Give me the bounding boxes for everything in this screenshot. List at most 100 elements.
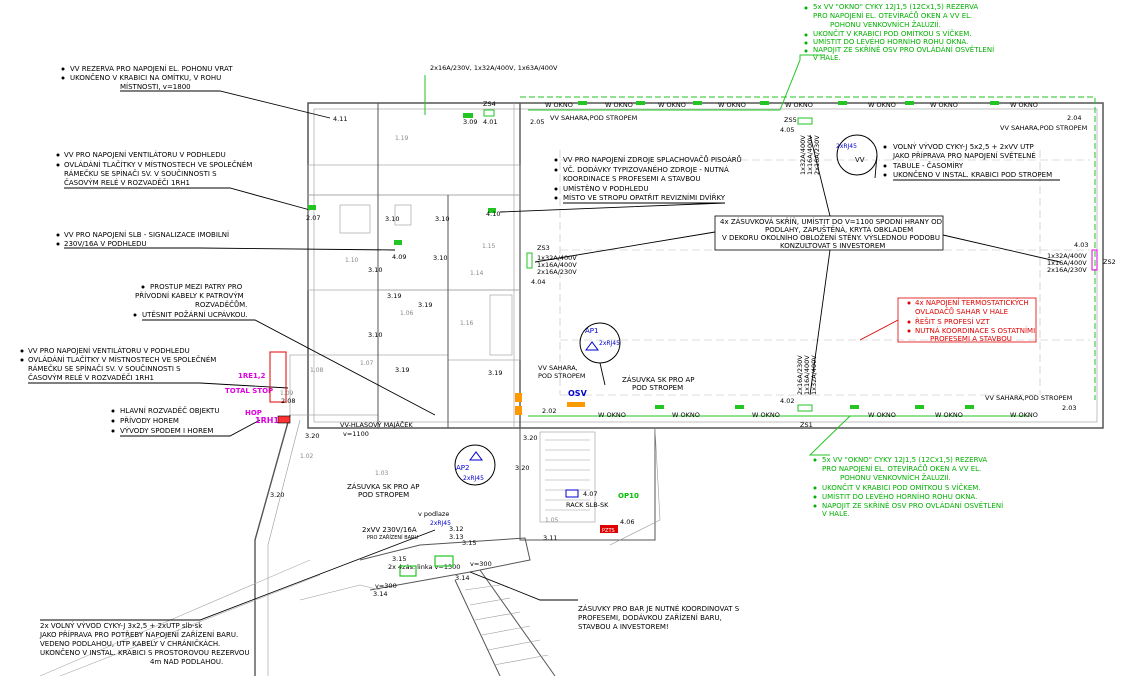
bullet-dot — [111, 419, 115, 423]
pisoar-note: VV PRO NAPOJENÍ ZDROJE SPLACHOVAČŮ PISOÁ… — [499, 155, 742, 213]
note-line: UKONČENO V INSTAL. KRABICI S PROSTOROVOU… — [40, 648, 250, 657]
sahara-label: VV SAHARA,POD STROPEM — [1000, 124, 1087, 132]
volny-note: VOLNÝ VÝVOD CYKY-J 5x2,5 + 2xVV UTP JAKO… — [883, 142, 1060, 181]
left-point-labels: 3.09 ZS4 4.01 2.05 2.07 4.10 3.10 3.10 4… — [270, 100, 544, 499]
bullet-dot — [883, 173, 887, 177]
cabinet-note: 4x ZÁSUVKOVÁ SKŘÍŇ, UMÍSTIT DO V=1100 SP… — [534, 134, 1061, 396]
sahara-label: VV SAHARA,POD STROPEM — [550, 114, 637, 122]
bullet-dot — [907, 329, 911, 333]
bullet-dot — [111, 429, 115, 433]
bullet-dot — [813, 495, 817, 499]
note-line: V HALE. — [822, 510, 850, 518]
ap-label: AP2 — [456, 464, 469, 472]
note-line: KONZULTOVAT S INVESTOREM — [780, 242, 885, 250]
zs3-box — [526, 252, 533, 269]
bar-devices: v podlaze 2xRJ45 3.12 3.13 2xVV 230V/16A… — [362, 510, 557, 598]
room-label: 1.08 — [310, 367, 324, 374]
point-label: 4.09 — [392, 253, 406, 261]
point-label: 3.14 — [455, 574, 469, 582]
point-label: 3.19 — [387, 292, 401, 300]
bullet-dot — [907, 301, 911, 305]
point-label: 3.19 — [418, 301, 432, 309]
room-label: 1.19 — [395, 135, 409, 142]
point-label: 3.15 — [392, 555, 406, 563]
bullet-dot — [111, 409, 115, 413]
zs-spec: 2x16A/230V — [537, 268, 577, 276]
note-line: UKONČENO V KRABICI NA OMÍTKU, V ROHU — [70, 73, 221, 82]
note-line: MÍSTO VE STROPU OPATŘIT REVIZNÍMI DVÍŘKY — [563, 193, 726, 202]
bullet-dot — [61, 76, 65, 80]
point-label: 2.05 — [530, 118, 544, 126]
zs2-box — [1091, 249, 1098, 271]
w-okno-label: W OKNO — [605, 101, 633, 109]
bullet-dot — [20, 358, 24, 362]
note-line: PRO NAPOJENÍ EL. OTEVÍRAČŮ OKEN A VV EL. — [822, 464, 981, 473]
ap2-circle — [454, 444, 496, 486]
w-okno-label: W OKNO — [598, 411, 626, 419]
floor-label: v podlaze — [418, 510, 449, 518]
note-line: TABULE - ČASOMÍRY — [892, 161, 964, 170]
bullet-dot — [804, 6, 808, 10]
note-line: 2x VOLNÝ VÝVOD CYKY-J 3x2,5 + 2xUTP slb-… — [40, 621, 203, 630]
point-label: 4.10 — [486, 210, 500, 218]
note-line: JAKO PŘÍPRAVA PRO POTŘEBY NAPOJENÍ ZAŘÍZ… — [39, 630, 238, 639]
bar-out-note: 2x VOLNÝ VÝVOD CYKY-J 3x2,5 + 2xUTP slb-… — [39, 529, 436, 666]
prostup-note: PROSTUP MEZI PATRY PRO PŘÍVODNÍ KABELY K… — [133, 283, 436, 416]
point-label: 3.19 — [395, 366, 409, 374]
vent2-note: VV PRO NAPOJENÍ VENTILÁTORU V PODHLEDU O… — [20, 346, 289, 389]
leader-line — [40, 529, 436, 621]
linka-label: v=300 — [375, 582, 397, 590]
note-line: 4m NAD PODLAHOU. — [150, 658, 223, 666]
zs-label: ZS1 — [800, 421, 813, 429]
zs-spec: 1x32A/400V — [1047, 252, 1087, 260]
room-label: 1.14 — [470, 270, 484, 277]
bullet-dot — [554, 196, 558, 200]
osv-box — [567, 402, 585, 407]
note-line: VV PRO NAPOJENÍ VENTILÁTORU V PODHLEDU — [64, 150, 226, 159]
note-line: HLAVNÍ ROZVADĚČ OBJEKTU — [120, 406, 219, 415]
note-line: VV PRO NAPOJENÍ ZDROJE SPLACHOVAČŮ PISOÁ… — [563, 155, 742, 164]
bullet-dot — [141, 285, 145, 289]
note-line: UMÍSTĚNO V PODHLEDU — [563, 184, 649, 193]
point-label: 2.07 — [306, 214, 320, 222]
note-line: NAPOJIT ZE SKŘÍNĚ OSV PRO OVLÁDÁNÍ OSVĚT… — [822, 501, 1003, 510]
bar-sockets-note: ZÁSUVKY PRO BAR JE NUTNÉ KOORDINOVAT S P… — [469, 571, 740, 631]
point-label: 3.20 — [305, 432, 319, 440]
point-label: 2.03 — [1062, 404, 1076, 412]
note-line: VOLNÝ VÝVOD CYKY-J 5x2,5 + 2xVV UTP — [893, 142, 1034, 151]
rj45-label: 2xRJ45 — [599, 340, 620, 347]
note-line: ZÁSUVKA SK PRO AP — [347, 482, 420, 491]
note-line: VČ. DODÁVKY TYPIZOVANÉHO ZDROJE - NUTNÁ — [563, 165, 729, 174]
zs-spec: 1x16A/400V — [1047, 259, 1087, 267]
point-label: 4.07 — [583, 490, 597, 498]
leader-line — [499, 202, 726, 213]
note-line: POD STROPEM — [358, 491, 409, 499]
window-box — [655, 405, 664, 409]
window-box — [578, 101, 587, 105]
note-line: UKONČIT V KRABICI POD OMÍTKOU S VÍČKEM. — [813, 29, 972, 38]
note-line: PŘÍVODY HOREM — [120, 416, 179, 425]
vv-circle — [836, 134, 878, 176]
bullet-dot — [554, 187, 558, 191]
bullet-dot — [56, 242, 60, 246]
rj45-label: 2xRJ45 — [836, 143, 857, 150]
point-label: 3.15 — [462, 539, 476, 547]
zs-spec: 1x32A/400V — [810, 355, 818, 395]
window-box — [838, 101, 847, 105]
bullet-dot — [813, 504, 817, 508]
note-line: ZÁSUVKA SK PRO AP — [622, 375, 695, 384]
bullet-dot — [813, 458, 817, 462]
window-box — [735, 405, 744, 409]
room-label: 1.15 — [482, 243, 496, 250]
window-outlets-bottom: W OKNO W OKNO W OKNO W OKNO W OKNO W OKN… — [598, 405, 1038, 419]
main-board-note: HLAVNÍ ROZVADĚČ OBJEKTU PŘÍVODY HOREM VÝ… — [111, 406, 261, 437]
top-green-note: 5x VV "OKNO" CYKY 12J1,5 (12Cx1,5) REZER… — [804, 3, 994, 62]
note-line: VV PRO NAPOJENÍ VENTILÁTORU V PODHLEDU — [28, 346, 190, 355]
note-line: V HALE. — [813, 54, 841, 62]
leader-line — [809, 249, 831, 396]
note-line: UKONČENO V INSTAL. KRABICI POD STROPEM — [893, 170, 1052, 179]
sahara-box — [515, 406, 522, 415]
w-okno-label: W OKNO — [752, 411, 780, 419]
beacon-label: VV-HLASOVÝ MAJÁČEK — [340, 420, 413, 429]
